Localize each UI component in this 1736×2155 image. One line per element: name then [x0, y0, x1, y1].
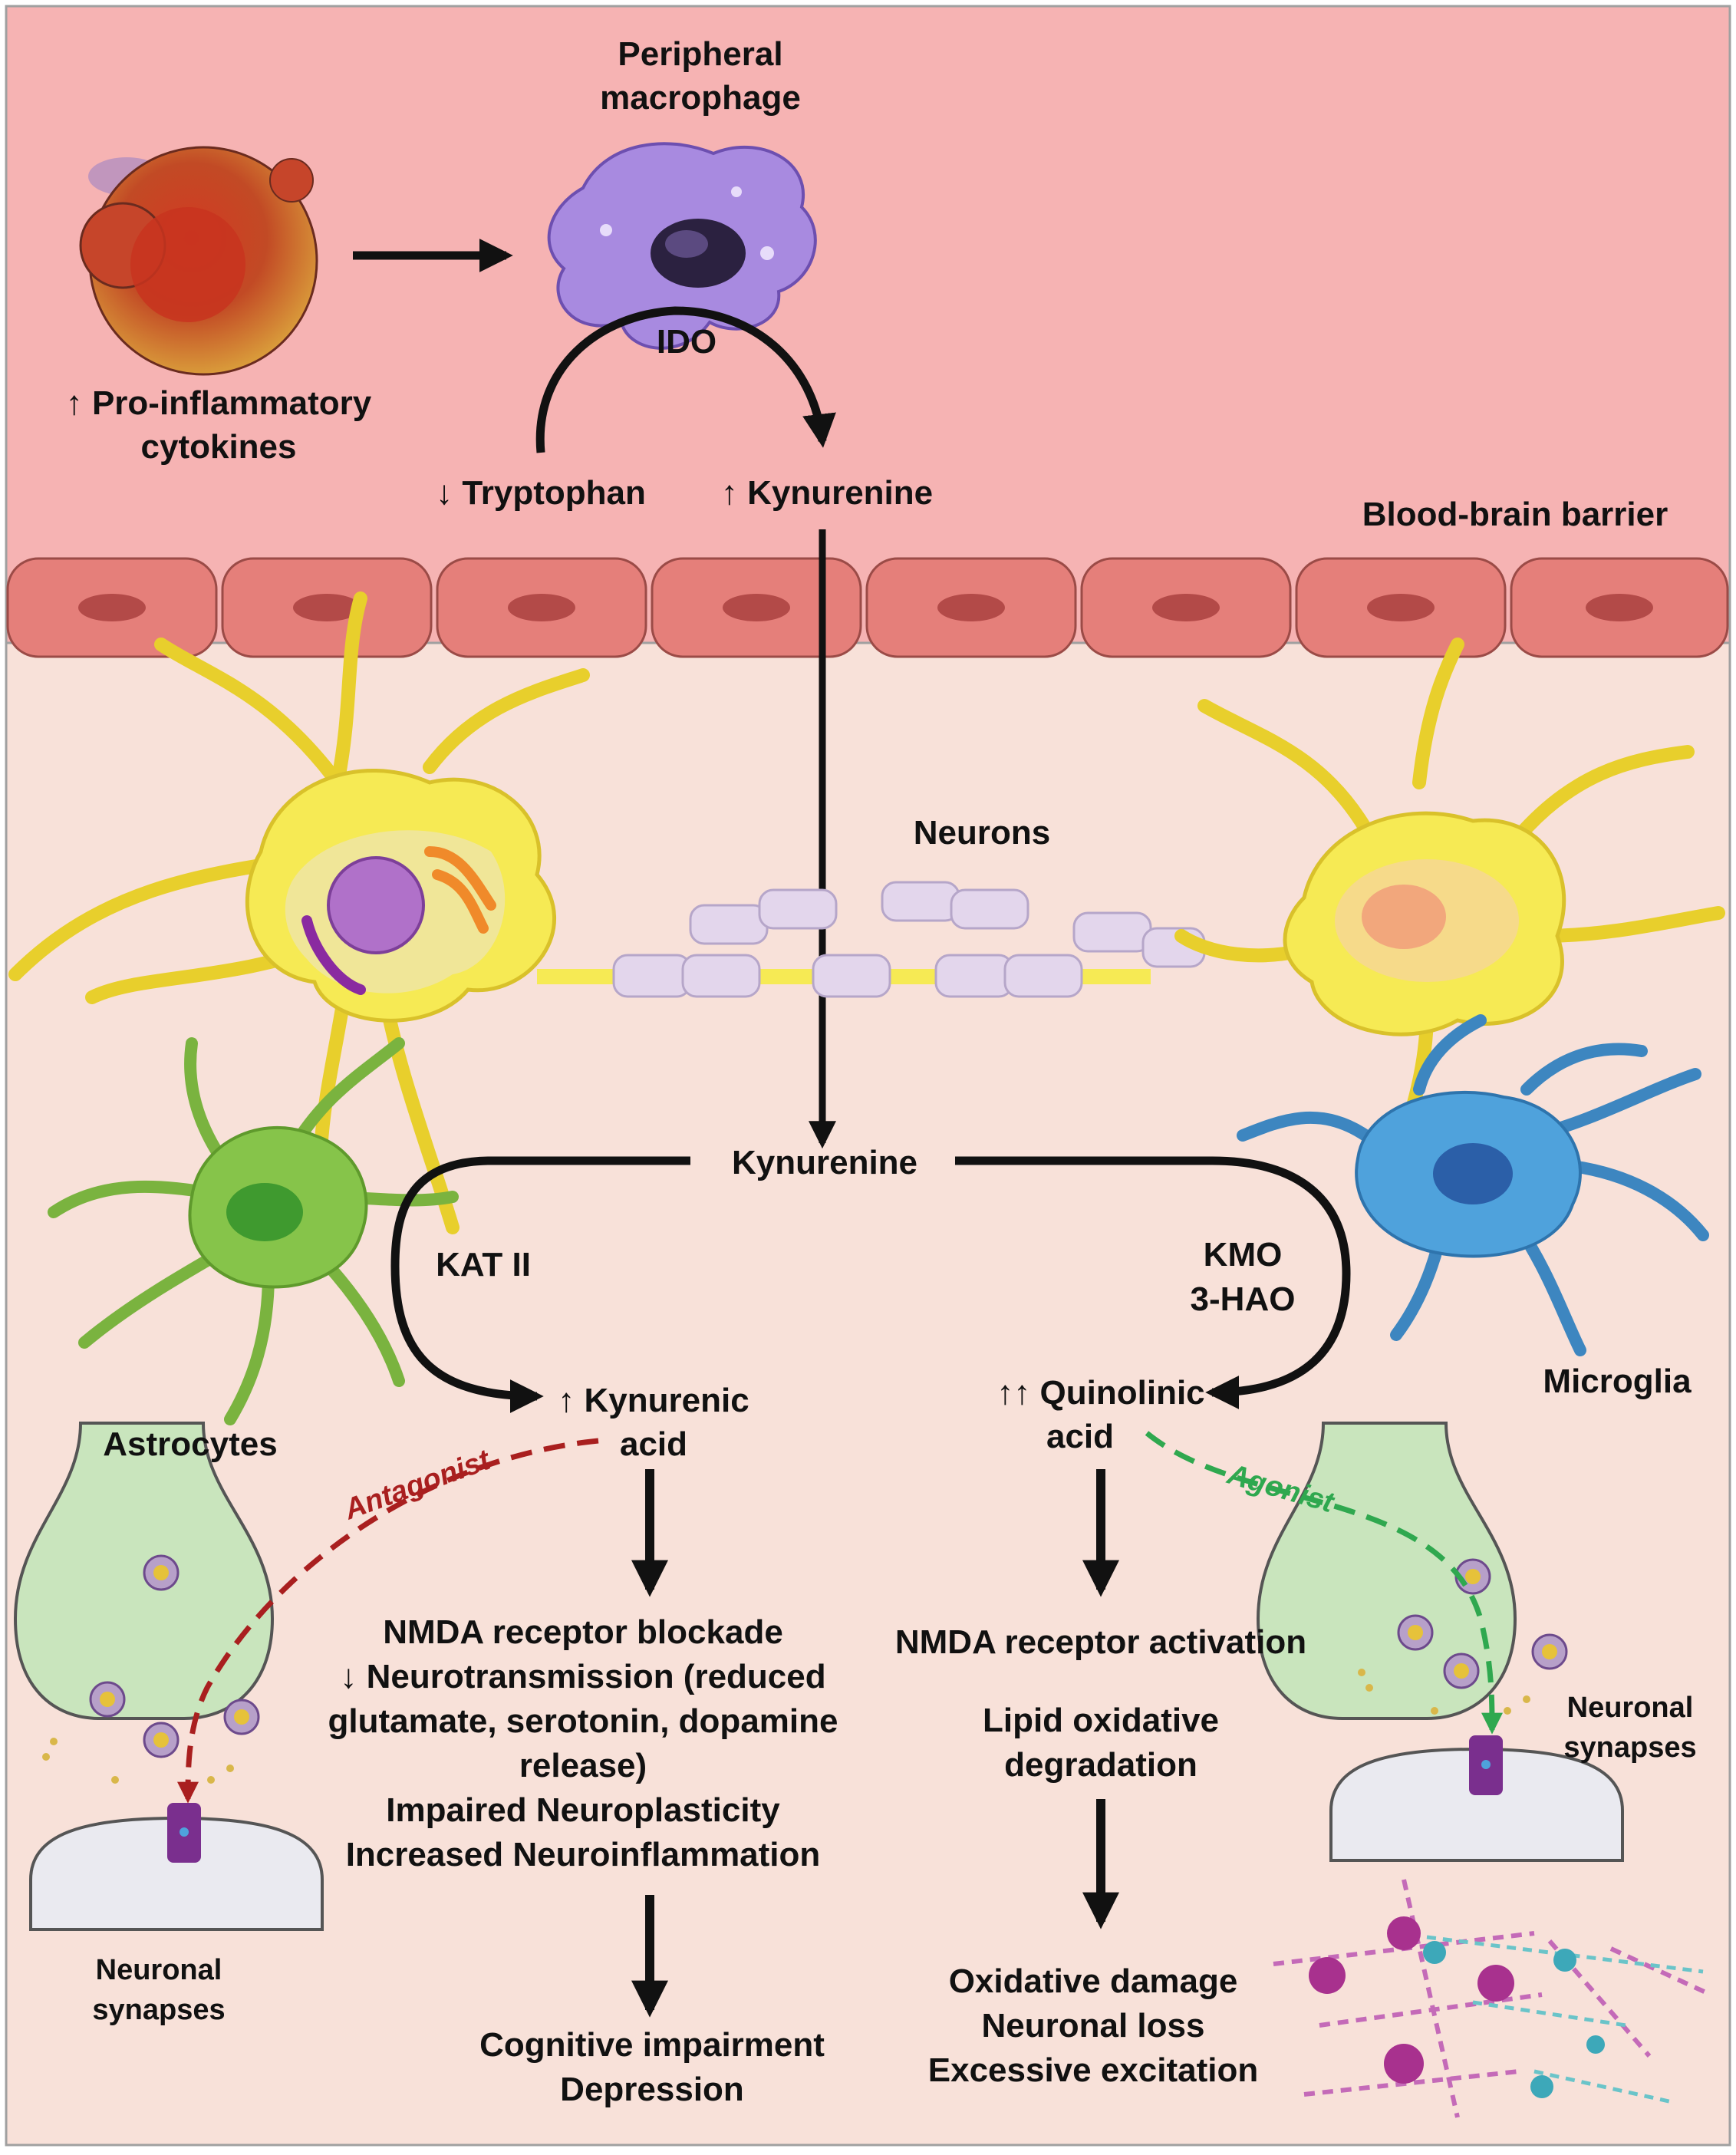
label-kynurenine-blood: ↑ Kynurenine [721, 474, 933, 512]
label-cytokines-line1: ↑ Pro-inflammatory [66, 384, 372, 422]
label-left-outcome-1: Cognitive impairment [479, 2026, 825, 2064]
label-astrocytes: Astrocytes [103, 1425, 277, 1463]
label-right-outcome-2: Neuronal loss [982, 2007, 1205, 2045]
ido-conversion-arrow [535, 306, 836, 453]
label-macrophage-line2: macrophage [600, 79, 801, 117]
damaged-neurons-illustration [1273, 1879, 1712, 2118]
label-left-effect-3: glutamate, serotonin, dopamine [328, 1702, 838, 1740]
label-quinolinic-line1: ↑↑ Quinolinic [996, 1374, 1204, 1412]
kmo-arrow [955, 1156, 1351, 1409]
label-kynurenic-line1: ↑ Kynurenic [558, 1382, 749, 1419]
label-synapse-left-line2: synapses [92, 1994, 225, 2026]
label-kynurenine-brain: Kynurenine [732, 1144, 917, 1181]
cytokine-illustration [79, 146, 318, 376]
agonist-arrow [1145, 1431, 1503, 1735]
label-neurons: Neurons [914, 814, 1050, 852]
label-right-effect-2b: degradation [1004, 1746, 1197, 1784]
myelinated-axon [537, 881, 1206, 998]
label-blood-brain-barrier: Blood-brain barrier [1362, 496, 1668, 533]
label-left-effect-2: ↓ Neurotransmission (reduced [340, 1658, 825, 1695]
label-synapse-right-line2: synapses [1563, 1732, 1696, 1764]
synapse-left-illustration [13, 1422, 324, 1931]
label-ido: IDO [657, 323, 716, 361]
neuron-left-illustration [8, 591, 590, 1273]
label-kmo: KMO [1204, 1236, 1283, 1274]
label-macrophage-line1: Peripheral [618, 35, 782, 73]
label-right-effect-1: NMDA receptor activation [895, 1623, 1306, 1661]
label-kat-ii: KAT II [436, 1246, 531, 1283]
label-left-outcome-2: Depression [560, 2071, 744, 2108]
label-microglia: Microglia [1543, 1363, 1692, 1400]
label-right-outcome-3: Excessive excitation [928, 2051, 1258, 2089]
label-synapse-left-line1: Neuronal [96, 1954, 222, 1986]
label-quinolinic-line2: acid [1046, 1418, 1114, 1455]
label-left-effect-1: NMDA receptor blockade [383, 1613, 783, 1651]
synapse-right-illustration [1256, 1422, 1624, 1862]
kat-ii-arrow [390, 1156, 690, 1413]
label-3-hao: 3-HAO [1191, 1280, 1296, 1318]
antagonist-arrow [177, 1438, 599, 1804]
blood-brain-barrier [6, 557, 1729, 658]
astrocyte-illustration [48, 1037, 459, 1425]
label-cytokines-line2: cytokines [141, 428, 297, 466]
label-right-effect-2a: Lipid oxidative [983, 1702, 1219, 1739]
macrophage-illustration [547, 142, 817, 350]
label-right-outcome-1: Oxidative damage [949, 1962, 1238, 2000]
neuron-right-illustration [1174, 638, 1725, 1219]
label-synapse-right-line1: Neuronal [1567, 1692, 1694, 1724]
label-left-effect-5: Impaired Neuroplasticity [386, 1791, 780, 1829]
label-kynurenic-line2: acid [620, 1425, 687, 1463]
label-left-effect-4: release) [519, 1747, 647, 1784]
label-tryptophan: ↓ Tryptophan [436, 474, 646, 512]
microglia-illustration [1237, 1014, 1709, 1356]
label-left-effect-6: Increased Neuroinflammation [346, 1836, 821, 1873]
